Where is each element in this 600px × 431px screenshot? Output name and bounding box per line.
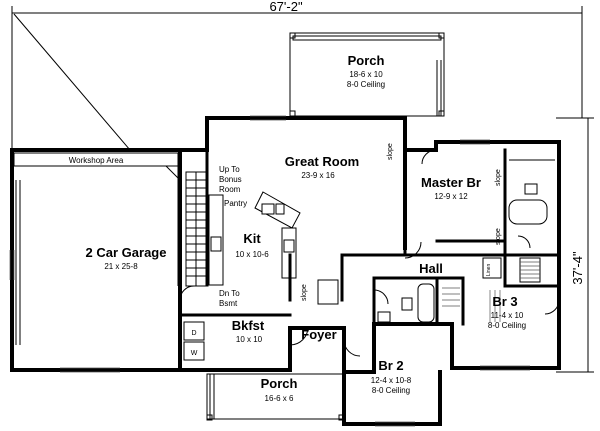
up-bonus-line2: Bonus (219, 175, 242, 184)
br2-size: 12-4 x 10-8 (371, 376, 412, 385)
pantry-label: Pantry (224, 199, 247, 208)
up-bonus-line1: Up To (219, 165, 240, 174)
house-walls (178, 116, 561, 426)
master-br-name: Master Br (421, 175, 481, 190)
garage-name: 2 Car Garage (86, 245, 167, 260)
up-bonus-line3: Room (219, 185, 241, 194)
dimension-lines (11, 6, 594, 373)
dn-bsmt-line2: Bsmt (219, 299, 238, 308)
great-room-name: Great Room (285, 154, 359, 169)
depth-dimension: 37'-4" (570, 251, 585, 285)
br3-size: 11-4 x 10 (491, 311, 524, 320)
laundry (183, 321, 205, 361)
porch-bottom-name: Porch (261, 376, 298, 391)
interior-walls (178, 148, 561, 326)
kit-size: 10 x 10-6 (235, 250, 269, 259)
great-room-size: 23-9 x 16 (301, 171, 335, 180)
slope-note-master-lower: slope (495, 228, 502, 245)
br2-ceiling: 8-0 Ceiling (372, 386, 410, 395)
foyer-name: Foyer (301, 327, 336, 342)
porch-top-name: Porch (348, 53, 385, 68)
br3-name: Br 3 (492, 294, 517, 309)
kitchen-fixtures (208, 191, 301, 286)
closets (317, 257, 502, 322)
porch-top-size: 18-6 x 10 (349, 70, 383, 79)
slope-note-master-upper: slope (495, 169, 502, 186)
porch-bottom-size: 16-6 x 6 (265, 394, 294, 403)
hall-bath-fixtures (377, 283, 460, 323)
hall-name: Hall (419, 261, 443, 276)
linen-note: Linen (486, 264, 492, 276)
windows (9, 115, 530, 427)
stairs (185, 171, 207, 287)
doors (179, 149, 560, 357)
width-dimension: 67'-2" (269, 0, 303, 14)
garage-outline (10, 148, 182, 372)
bkfst-size: 10 x 10 (236, 335, 263, 344)
workshop-label: Workshop Area (69, 156, 124, 165)
master-bath-fixtures (508, 159, 555, 283)
master-br-size: 12-9 x 12 (434, 192, 468, 201)
washer-label: W (191, 350, 198, 357)
porch-top-ceiling: 8-0 Ceiling (347, 80, 385, 89)
slope-note-foyer: slope (301, 284, 308, 301)
br2-name: Br 2 (378, 358, 403, 373)
br3-ceiling: 8-0 Ceiling (488, 321, 526, 330)
porch-bottom (206, 373, 345, 421)
dryer-label: D (191, 330, 196, 337)
slope-note-great-room: slope (387, 143, 394, 160)
garage-size: 21 x 25-8 (104, 262, 138, 271)
bkfst-name: Bkfst (232, 318, 265, 333)
dn-bsmt-line1: Dn To (219, 289, 240, 298)
kit-name: Kit (243, 231, 261, 246)
